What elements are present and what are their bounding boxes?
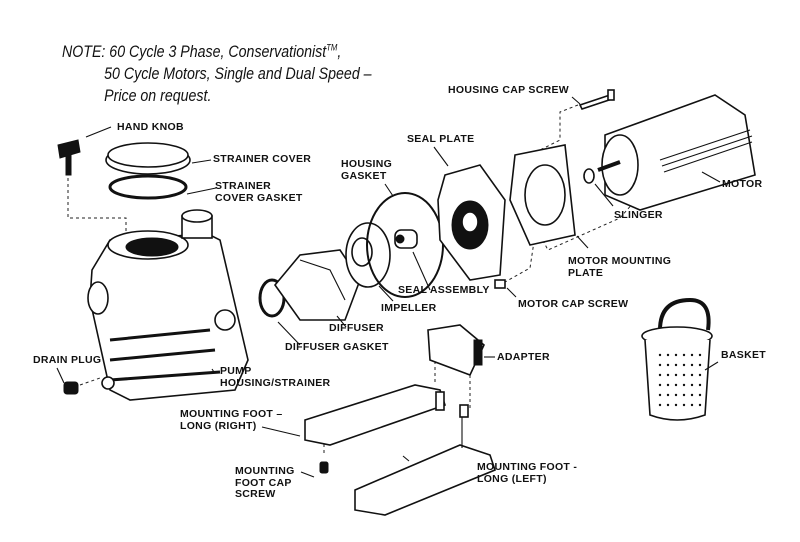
pump-housing-part (87, 209, 249, 401)
hand-knob-part (57, 139, 81, 176)
label-strainer-cover-gasket: STRAINER COVER GASKET (215, 180, 303, 204)
seal-assembly-part (394, 229, 418, 249)
label-slinger: SLINGER (614, 209, 663, 221)
leader-lines (56, 96, 721, 478)
housing-cap-screw-part (578, 89, 615, 110)
label-diffuser-gasket: DIFFUSER GASKET (285, 341, 389, 353)
strainer-cover-part (105, 142, 191, 175)
note-line-1: NOTE: 60 Cycle 3 Phase, ConservationistT… (62, 42, 342, 61)
label-housing-cap-screw: HOUSING CAP SCREW (448, 84, 569, 96)
mounting-foot-left-part (354, 404, 496, 516)
strainer-cover-gasket-part (108, 174, 188, 200)
label-impeller: IMPELLER (381, 302, 437, 314)
label-motor: MOTOR (722, 178, 763, 190)
basket-part (641, 297, 713, 421)
pricing-note: NOTE: 60 Cycle 3 Phase, ConservationistT… (62, 36, 372, 107)
label-pump-housing-strainer: PUMP HOUSING/STRAINER (220, 365, 331, 389)
label-mounting-foot-cap-screw: MOUNTING FOOT CAP SCREW (235, 465, 295, 500)
label-diffuser: DIFFUSER (329, 322, 384, 334)
label-drain-plug: DRAIN PLUG (33, 354, 102, 366)
label-motor-cap-screw: MOTOR CAP SCREW (518, 298, 629, 310)
label-housing-gasket: HOUSING GASKET (341, 158, 393, 182)
motor-mounting-plate-part (509, 144, 576, 246)
label-hand-knob: HAND KNOB (117, 121, 184, 133)
housing-cap-screw-line (539, 104, 579, 151)
label-motor-mounting-plate: MOTOR MOUNTING PLATE (568, 255, 672, 279)
note-line-2: 50 Cycle Motors, Single and Dual Speed – (104, 64, 372, 83)
label-seal-assembly: SEAL ASSEMBLY (398, 284, 490, 296)
slinger-part (583, 168, 595, 184)
seal-plate-part (437, 164, 506, 281)
label-seal-plate: SEAL PLATE (407, 133, 475, 145)
label-basket: BASKET (721, 349, 766, 361)
label-strainer-cover: STRAINER COVER (213, 153, 312, 165)
hand-knob-assembly-line (67, 178, 127, 232)
label-adapter: ADAPTER (497, 351, 550, 363)
adapter-part (427, 324, 485, 377)
motor-cap-screw-part (494, 279, 506, 289)
label-mounting-foot-long-right: MOUNTING FOOT – LONG (RIGHT) (180, 408, 283, 432)
mounting-foot-right-part (304, 384, 447, 446)
mounting-foot-cap-screw-part (319, 461, 329, 474)
drain-plug-part (63, 381, 79, 395)
drain-plug-line (79, 377, 101, 386)
motor-part (597, 94, 756, 211)
note-line-3: Price on request. (104, 86, 212, 105)
label-mounting-foot-long-left: MOUNTING FOOT - LONG (LEFT) (477, 461, 578, 485)
